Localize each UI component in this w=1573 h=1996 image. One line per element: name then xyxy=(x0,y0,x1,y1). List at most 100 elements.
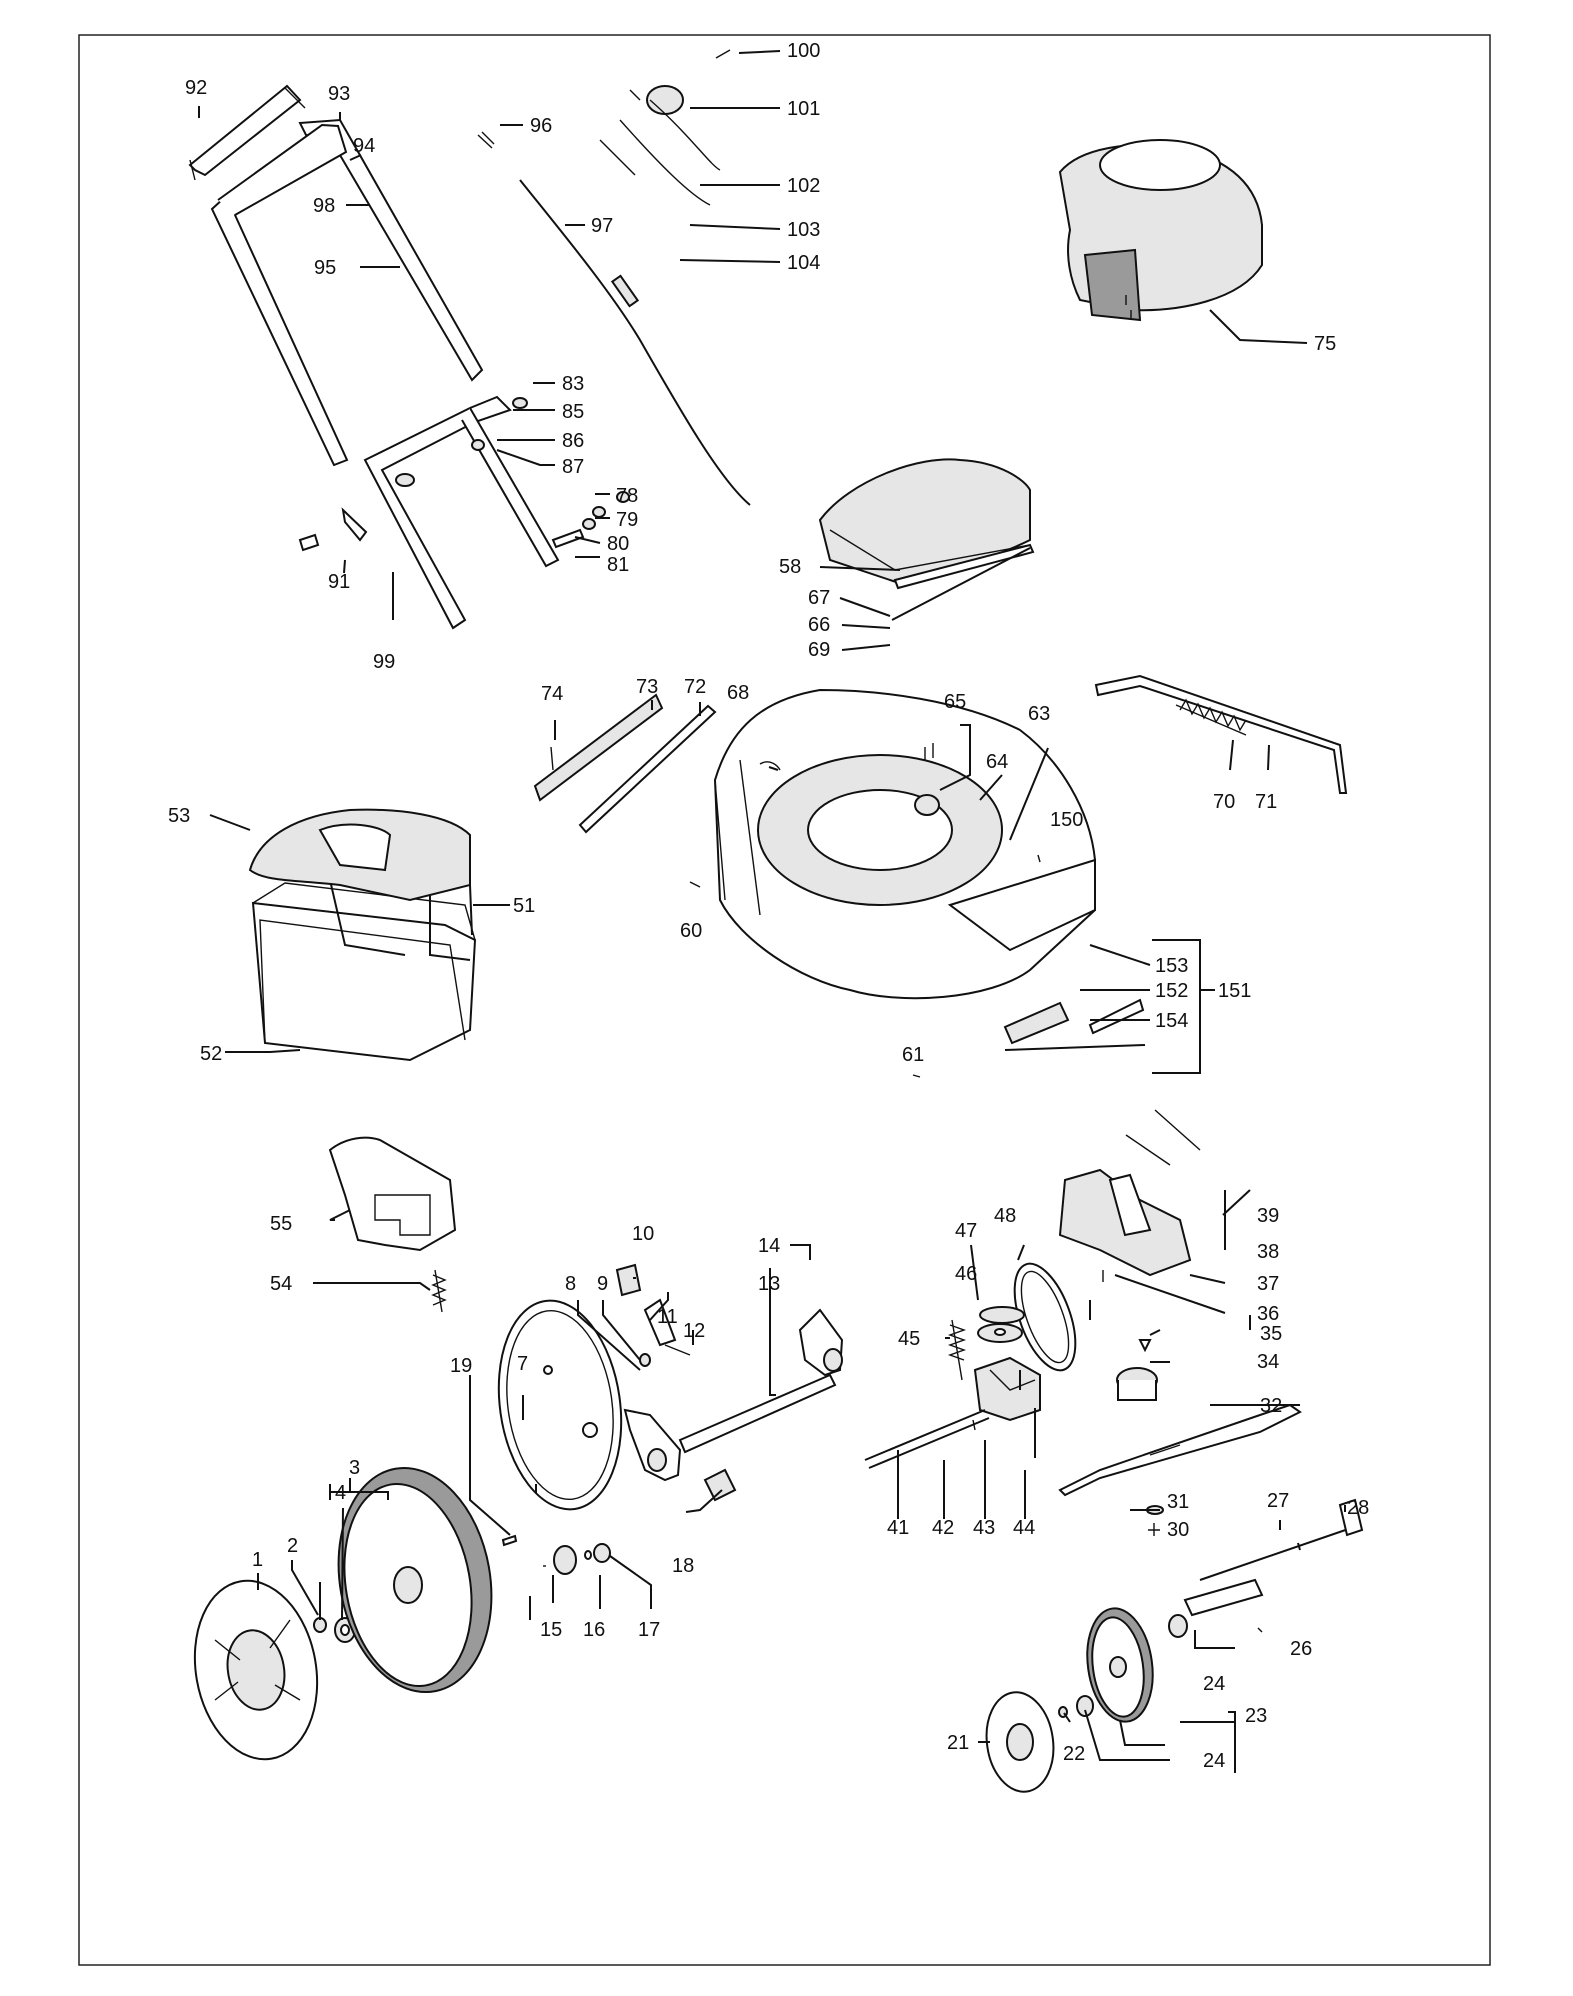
label-81: 81 xyxy=(607,554,629,576)
label-58: 58 xyxy=(779,556,801,578)
blade-32 xyxy=(1058,1403,1302,1497)
label-48: 48 xyxy=(994,1205,1016,1227)
label-28: 28 xyxy=(1347,1497,1369,1519)
hubcap-1 xyxy=(193,1579,319,1761)
label-15: 15 xyxy=(540,1619,562,1641)
bracket-13-14 xyxy=(623,1308,844,1482)
label-51: 51 xyxy=(513,895,535,917)
label-35: 35 xyxy=(1260,1323,1282,1345)
lower-handle-99 xyxy=(363,395,560,630)
rear-bar-71 xyxy=(1094,674,1348,794)
label-31: 31 xyxy=(1167,1491,1189,1513)
label-75: 75 xyxy=(1314,333,1336,355)
drive-belt-48 xyxy=(1013,1262,1077,1372)
label-18: 18 xyxy=(672,1555,694,1577)
label-46: 46 xyxy=(955,1263,977,1285)
label-1: 1 xyxy=(252,1549,263,1571)
label-24-upper: 24 xyxy=(1203,1673,1225,1695)
rear-wheel-3 xyxy=(337,1466,493,1694)
label-99: 99 xyxy=(373,651,395,673)
rod-67 xyxy=(891,547,1031,621)
bag-top-53 xyxy=(248,808,471,902)
bearing-24 xyxy=(1076,1614,1188,1717)
diagram-frame xyxy=(78,34,1491,1966)
label-45: 45 xyxy=(898,1328,920,1350)
rear-flap-58 xyxy=(818,458,1035,590)
label-79: 79 xyxy=(616,509,638,531)
deck-63 xyxy=(713,688,1096,1000)
label-70: 70 xyxy=(1213,791,1235,813)
pulley-46-47 xyxy=(977,1306,1025,1343)
rear-axle-27 xyxy=(1183,1498,1364,1633)
washer-2 xyxy=(313,1617,327,1633)
label-100: 100 xyxy=(787,40,820,62)
label-98: 98 xyxy=(313,195,335,217)
pivot-bracket-18 xyxy=(703,1468,737,1502)
label-14: 14 xyxy=(758,1235,780,1257)
spring-96 xyxy=(477,131,495,149)
grass-bag-52 xyxy=(251,882,477,1062)
label-63: 63 xyxy=(1028,703,1050,725)
spring-70 xyxy=(1175,698,1247,736)
label-54: 54 xyxy=(270,1273,292,1295)
label-91: 91 xyxy=(328,571,350,593)
label-94: 94 xyxy=(353,135,375,157)
label-151: 151 xyxy=(1218,980,1251,1002)
label-26: 26 xyxy=(1290,1638,1312,1660)
label-47: 47 xyxy=(955,1220,977,1242)
belt-cover-36-39 xyxy=(1058,1109,1201,1282)
label-87: 87 xyxy=(562,456,584,478)
label-60: 60 xyxy=(680,920,702,942)
spring-45 xyxy=(947,1319,967,1381)
label-9: 9 xyxy=(597,1273,608,1295)
label-61: 61 xyxy=(902,1044,924,1066)
label-97: 97 xyxy=(591,215,613,237)
label-73: 73 xyxy=(636,676,658,698)
label-67: 67 xyxy=(808,587,830,609)
label-93: 93 xyxy=(328,83,350,105)
gearbox-41 xyxy=(973,1356,1041,1422)
label-23: 23 xyxy=(1245,1705,1267,1727)
label-95: 95 xyxy=(314,257,336,279)
screw-74 xyxy=(550,746,554,771)
label-68: 68 xyxy=(727,682,749,704)
label-38: 38 xyxy=(1257,1241,1279,1263)
engine-75 xyxy=(1058,139,1263,322)
label-30: 30 xyxy=(1167,1519,1189,1541)
leader-lines xyxy=(198,50,1346,1773)
label-64: 64 xyxy=(986,751,1008,773)
label-80: 80 xyxy=(607,533,629,555)
label-44: 44 xyxy=(1013,1517,1035,1539)
throttle-lever-101 xyxy=(599,85,721,206)
label-11: 11 xyxy=(657,1306,678,1328)
label-16: 16 xyxy=(583,1619,605,1641)
label-85: 85 xyxy=(562,401,584,423)
label-13: 13 xyxy=(758,1273,780,1295)
cable-97 xyxy=(519,179,751,506)
label-65: 65 xyxy=(944,691,966,713)
label-12: 12 xyxy=(683,1320,705,1342)
label-41: 41 xyxy=(887,1517,909,1539)
wheel-gear-cover-7 xyxy=(497,1299,623,1511)
handle-small-hardware xyxy=(298,397,630,552)
label-152: 152 xyxy=(1155,980,1188,1002)
label-52: 52 xyxy=(200,1043,222,1065)
label-69: 69 xyxy=(808,639,830,661)
hubcap-21 xyxy=(985,1691,1055,1793)
label-78: 78 xyxy=(616,485,638,507)
mulch-plug-55 xyxy=(328,1136,457,1252)
part-labels: 100 101 102 103 104 96 92 93 94 98 95 97… xyxy=(168,40,1369,1772)
label-3: 3 xyxy=(349,1457,360,1479)
label-43: 43 xyxy=(973,1517,995,1539)
label-24-lower: 24 xyxy=(1203,1750,1225,1772)
label-53: 53 xyxy=(168,805,190,827)
label-21: 21 xyxy=(947,1732,969,1754)
label-34: 34 xyxy=(1257,1351,1279,1373)
label-154: 154 xyxy=(1155,1010,1188,1032)
label-17: 17 xyxy=(638,1619,660,1641)
blade-adapter-34-35 xyxy=(1116,1339,1158,1401)
label-150: 150 xyxy=(1050,809,1083,831)
label-4: 4 xyxy=(335,1482,346,1504)
small-wheel-23 xyxy=(1086,1607,1154,1723)
